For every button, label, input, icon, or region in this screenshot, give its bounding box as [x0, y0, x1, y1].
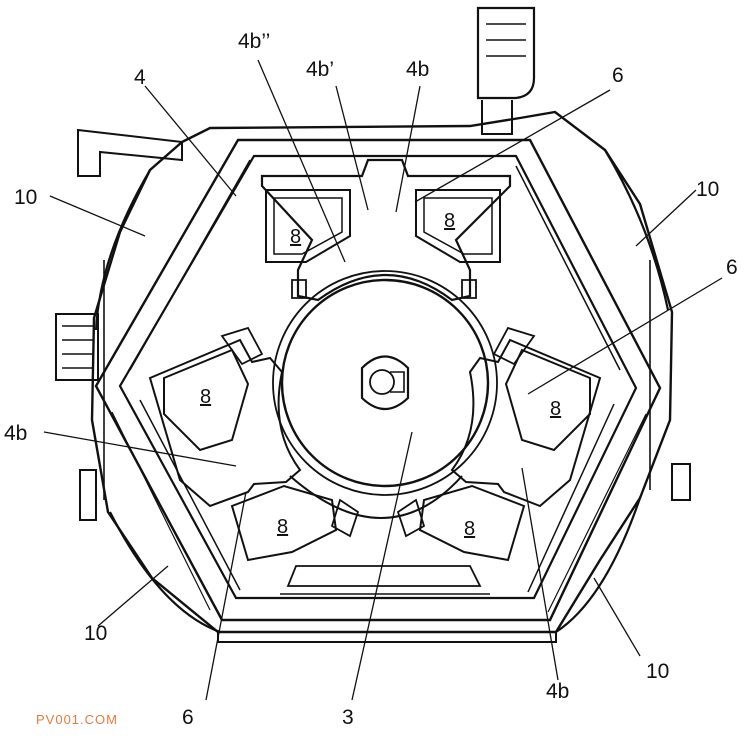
top-connector	[476, 6, 536, 135]
watermark: PV001.COM	[36, 712, 118, 727]
pocket-label: 8	[464, 518, 475, 540]
pocket-labels: 8 8 8 8 8 8	[200, 210, 561, 540]
label-4b-double-prime: 4b’’	[238, 30, 270, 53]
label-4: 4	[134, 66, 146, 89]
label-4b-bottom: 4b	[546, 680, 569, 703]
hex-frame	[94, 138, 662, 622]
label-3: 3	[342, 706, 354, 729]
central-drum	[272, 270, 498, 496]
label-6-right: 6	[726, 256, 738, 279]
lower-channel	[280, 565, 490, 595]
label-4b-prime: 4b’	[306, 58, 334, 81]
pocket-label: 8	[200, 386, 211, 408]
pockets	[163, 189, 591, 562]
label-10-left: 10	[14, 186, 37, 209]
pocket-label: 8	[290, 226, 301, 248]
label-10-bottom-right: 10	[646, 660, 669, 683]
label-10-bottom-left: 10	[84, 622, 107, 645]
label-4b-left: 4b	[4, 422, 27, 445]
left-fittings	[55, 128, 183, 521]
pocket-label: 8	[444, 210, 455, 232]
label-6-top-right: 6	[612, 64, 624, 87]
clips	[220, 279, 536, 538]
pocket-label: 8	[277, 516, 288, 538]
pocket-label: 8	[550, 398, 561, 420]
reference-labels: 4b’’ 4b’ 4b 4 6 10 10 6 4b 10 10 4b 6 3	[4, 30, 738, 729]
label-10-right: 10	[696, 178, 719, 201]
leader-lines	[43, 59, 723, 701]
label-4b-top: 4b	[406, 58, 429, 81]
right-fittings	[649, 260, 691, 501]
label-6-bottom: 6	[182, 706, 194, 729]
